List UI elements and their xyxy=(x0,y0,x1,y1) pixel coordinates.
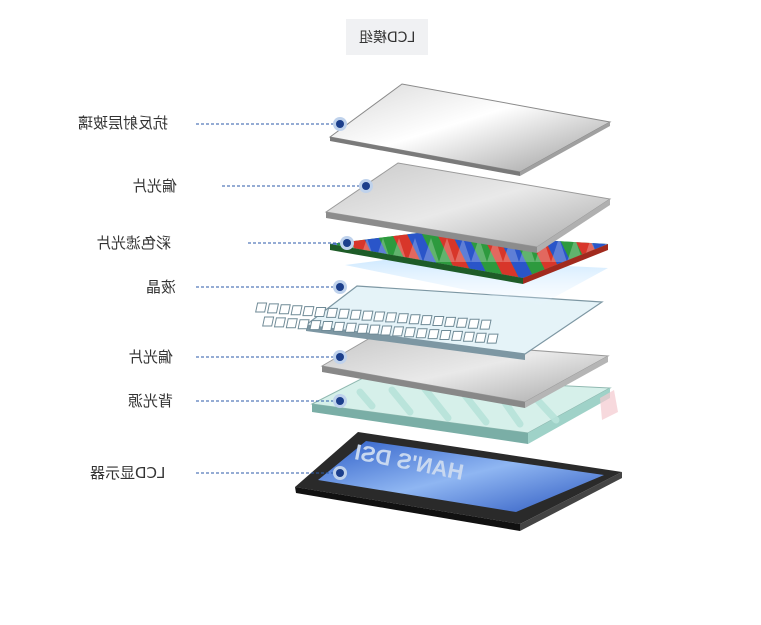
leader-dot-color-filter xyxy=(343,239,351,247)
label-lcd-display: LCD显示器 xyxy=(90,464,166,482)
polarizer-bottom-layer xyxy=(320,337,610,408)
label-polarizer-top: 偏光片 xyxy=(132,177,178,195)
label-backlight: 背光源 xyxy=(128,392,174,410)
leader-dot-lcd-display xyxy=(336,469,344,477)
label-anti-glare: 抗反射层玻璃 xyxy=(78,114,169,132)
leader-dot-polarizer-bottom xyxy=(336,353,344,361)
liquid-crystal-layer xyxy=(255,258,608,360)
lcd-display-layer: HAN'S DSI xyxy=(295,432,622,531)
leader-dot-anti-glare xyxy=(336,120,344,128)
leader-dot-backlight xyxy=(336,397,344,405)
title-box: LCD模组 xyxy=(346,19,428,55)
label-liquid-crystal: 液晶 xyxy=(146,278,177,296)
anti-glare-glass-layer xyxy=(328,83,612,176)
leader-lines xyxy=(196,117,373,480)
label-polarizer-bottom: 偏光片 xyxy=(128,348,174,366)
polarizer-top-layer xyxy=(324,162,612,253)
liquid-crystal-cells xyxy=(255,302,499,344)
label-color-filter: 彩色滤光片 xyxy=(96,234,172,252)
leader-dot-liquid-crystal xyxy=(336,283,344,291)
leader-dot-polarizer-top xyxy=(362,182,370,190)
